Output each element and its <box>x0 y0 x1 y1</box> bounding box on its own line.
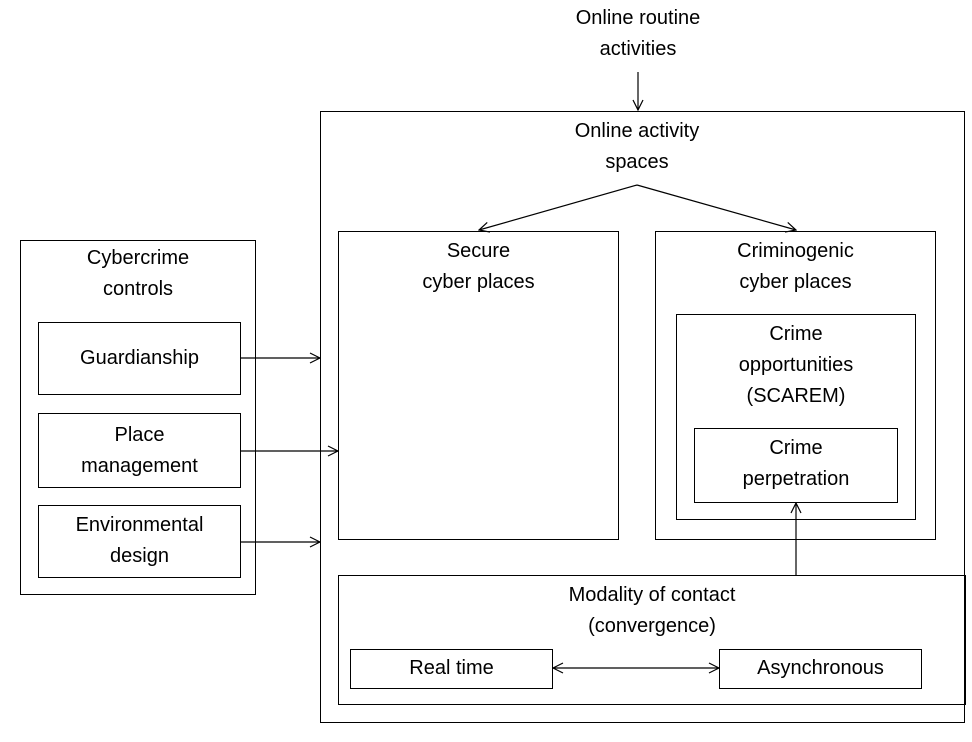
spaces-to-criminogenic-arrow <box>636 184 796 230</box>
guardianship-label: Guardianship <box>80 347 199 369</box>
modality-of-contact-box <box>338 575 966 705</box>
spaces-to-secure-arrow <box>479 184 638 230</box>
place-management-box <box>38 413 241 488</box>
real-time-label: Real time <box>409 657 494 679</box>
modality-of-contact-label: Modality of contact(convergence) <box>568 584 736 637</box>
asynchronous-label: Asynchronous <box>757 657 884 679</box>
cybercrime-controls-box <box>20 240 256 595</box>
online-activity-spaces-box <box>320 111 965 723</box>
environmental-design-box <box>38 505 241 578</box>
guardianship-box <box>38 322 241 395</box>
